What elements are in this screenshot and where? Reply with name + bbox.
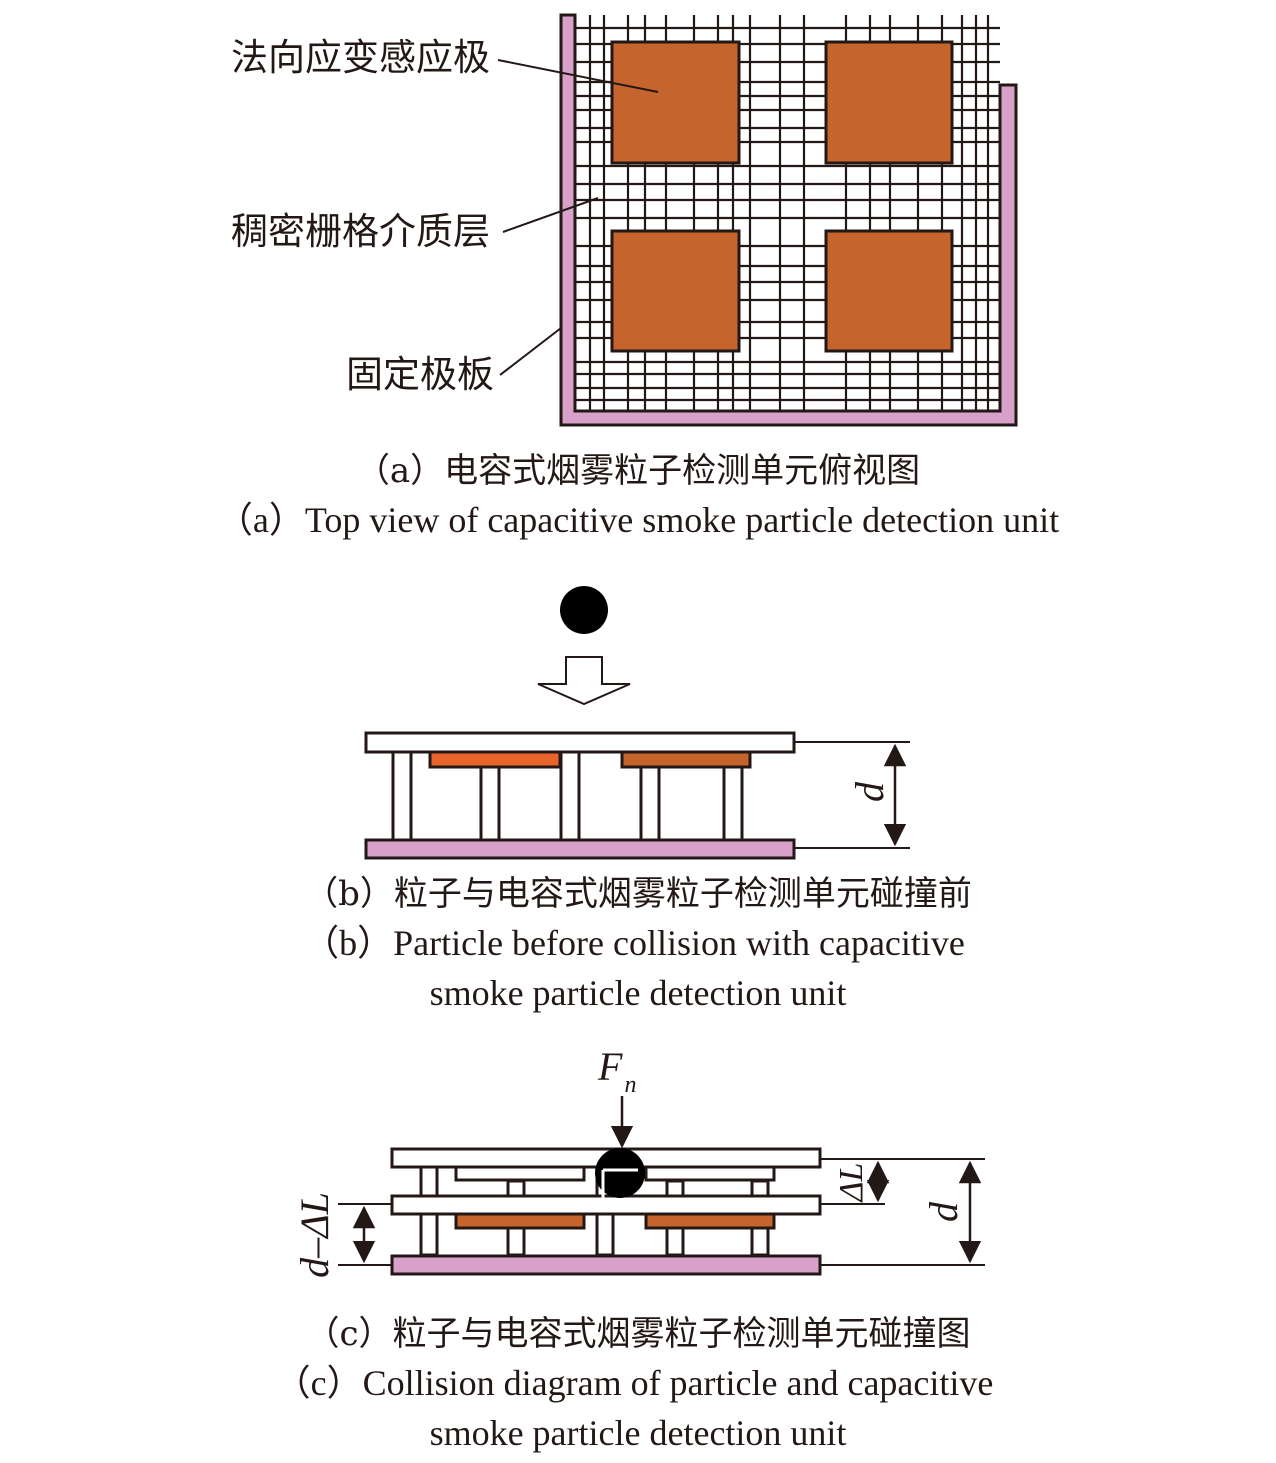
top-dielectric-plate-b — [364, 731, 796, 754]
fixed-plate-frame — [559, 13, 1018, 427]
sensing-plate-top-right — [824, 40, 954, 165]
support-pillars-b — [391, 750, 744, 842]
label-sensing-plate: 法向应变感应极 — [231, 36, 490, 79]
sensing-plate-bottom-right — [824, 229, 954, 353]
caption-b-cn: （b）粒子与电容式烟雾粒子检测单元碰撞前 — [304, 874, 972, 914]
label-grid-dielectric: 稠密栅格介质层 — [231, 210, 490, 253]
caption-a-en: （a）Top view of capacitive smoke particle… — [217, 500, 1059, 540]
displaced-top-plate-c — [390, 1194, 822, 1216]
caption-b-en-line2: smoke particle detection unit — [430, 973, 847, 1013]
leader-line-grid — [502, 197, 599, 233]
panel-b-before-collision: d （b）粒子与电容式烟雾粒子检测单元碰撞前 （b）Particle befor… — [303, 586, 972, 1013]
sensing-plate-right-c — [644, 1212, 776, 1230]
particle-contact-mark — [601, 1168, 638, 1198]
dimension-label-d-b: d — [847, 781, 892, 802]
caption-c-en-line2: smoke particle detection unit — [430, 1413, 847, 1453]
panel-c-collision: Fn d–ΔL ΔL d （c）粒子与电容式烟雾粒子检测单 — [275, 1044, 994, 1453]
dimension-label-d-c: d — [921, 1201, 966, 1222]
sensing-plate-right-b — [620, 750, 752, 769]
dimension-label-delta-l: ΔL — [833, 1163, 870, 1204]
panel-a-top-view: 法向应变感应极 稠密栅格介质层 固定极板 （a）电容式烟雾粒子检测单元俯视图 （… — [217, 13, 1059, 540]
smoke-particle-impact — [595, 1148, 645, 1198]
leader-line-fixed — [499, 327, 562, 376]
caption-a-cn: （a）电容式烟雾粒子检测单元俯视图 — [356, 451, 920, 491]
sensing-plate-left-b — [428, 750, 562, 769]
leader-line-sensing — [497, 59, 659, 93]
force-label: Fn — [597, 1044, 636, 1098]
down-arrow-icon — [537, 656, 631, 706]
label-fixed-plate: 固定极板 — [346, 353, 494, 396]
sensing-plate-bottom-left — [610, 229, 741, 353]
sensing-plate-left-c — [454, 1212, 586, 1230]
caption-c-cn: （c）粒子与电容式烟雾粒子检测单元碰撞图 — [305, 1314, 970, 1354]
caption-c-en-line1: （c）Collision diagram of particle and cap… — [275, 1363, 994, 1403]
sensing-plate-top-left — [610, 40, 741, 165]
smoke-particle — [560, 586, 608, 634]
fixed-plate-b — [364, 838, 796, 860]
fixed-plate-c — [390, 1254, 822, 1276]
caption-b-en-line1: （b）Particle before collision with capaci… — [303, 923, 965, 963]
dimension-label-d-minus: d–ΔL — [292, 1192, 337, 1278]
